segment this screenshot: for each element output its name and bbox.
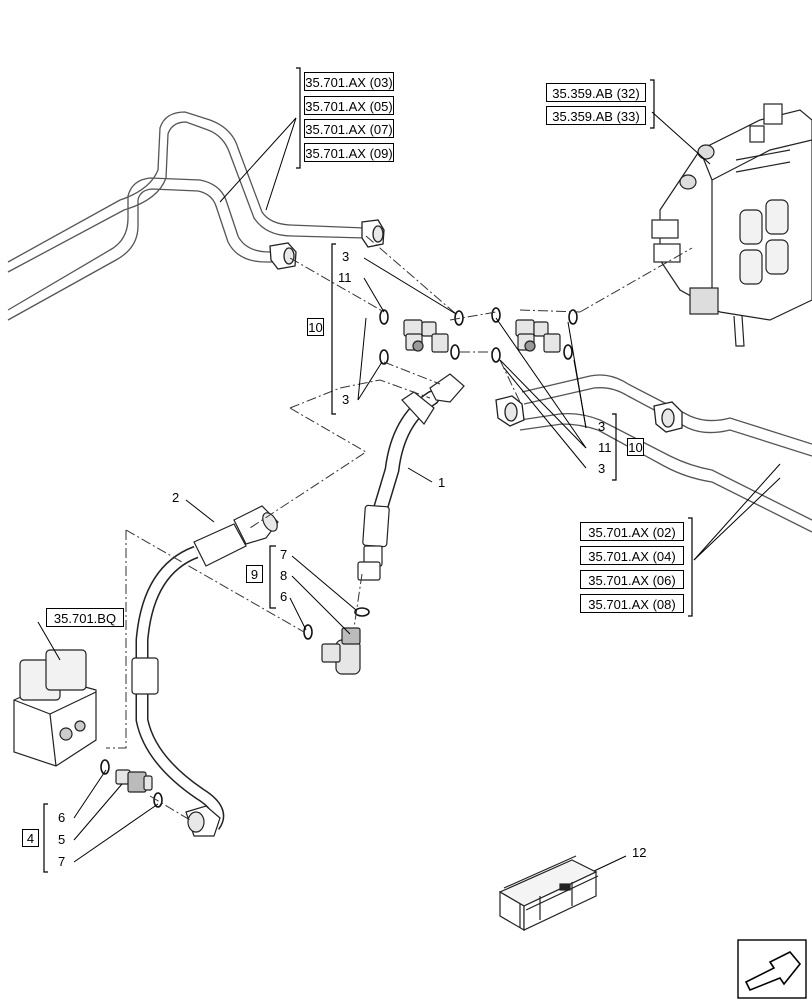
- callout-o-ring-7: 7: [280, 547, 288, 562]
- reference-35701ax-04[interactable]: 35.701.AX (04): [580, 546, 684, 565]
- solenoid-valve: [13, 649, 97, 767]
- callout-box-10-left: 10: [307, 318, 324, 336]
- reference-35701ax-05[interactable]: 35.701.AX (05): [304, 96, 394, 115]
- hose-1: [357, 373, 465, 581]
- callout-tee-11: 11: [338, 270, 352, 285]
- reference-35701ax-09[interactable]: 35.701.AX (09): [304, 143, 394, 162]
- callout-o-ring-7-lower: 7: [58, 854, 66, 869]
- control-valve: [651, 103, 812, 347]
- callout-box-4: 4: [22, 829, 39, 847]
- callout-o-ring-6: 6: [280, 589, 288, 604]
- callout-connector-5: 5: [58, 832, 66, 847]
- crate-icon: [498, 855, 599, 932]
- pipe-nuts-right: [495, 395, 683, 433]
- pipe-2: [131, 505, 279, 837]
- pipes-top-left: [7, 111, 366, 321]
- o-rings: [100, 307, 578, 808]
- reference-35359ab-32[interactable]: 35.359.AB (32): [546, 83, 646, 102]
- callout-box-10-right: 10: [627, 438, 644, 456]
- callout-tee-11-right: 11: [598, 440, 612, 455]
- pipe-nuts-top: [269, 219, 385, 270]
- reference-35701ax-02[interactable]: 35.701.AX (02): [580, 522, 684, 541]
- callout-brackets: [43, 67, 693, 873]
- arrow-icon[interactable]: [737, 939, 807, 999]
- callout-o-ring-3: 3: [342, 249, 350, 264]
- callout-o-ring-3-right: 3: [598, 419, 606, 434]
- callout-leaders: [37, 111, 781, 873]
- reference-35359ab-33[interactable]: 35.359.AB (33): [546, 106, 646, 125]
- callout-hose-1: 1: [438, 475, 446, 490]
- callout-pipe-2: 2: [172, 490, 180, 505]
- pipes-right: [519, 374, 812, 533]
- callout-o-ring-3-right-lower: 3: [598, 461, 606, 476]
- reference-35701bq[interactable]: 35.701.BQ: [46, 608, 124, 627]
- tee-fitting-left: [403, 319, 449, 353]
- elbow-fitting: [321, 627, 361, 675]
- reference-35701ax-06[interactable]: 35.701.AX (06): [580, 570, 684, 589]
- reference-35701ax-07[interactable]: 35.701.AX (07): [304, 119, 394, 138]
- reference-35701ax-03[interactable]: 35.701.AX (03): [304, 72, 394, 91]
- center-lines: [106, 235, 693, 821]
- callout-o-ring-6-lower: 6: [58, 810, 66, 825]
- reference-35701ax-08[interactable]: 35.701.AX (08): [580, 594, 684, 613]
- tee-fitting-right: [515, 319, 561, 353]
- callout-crate-12: 12: [632, 845, 647, 860]
- callout-box-9: 9: [246, 565, 263, 583]
- straight-connector: [115, 769, 153, 793]
- callout-elbow-8: 8: [280, 568, 288, 583]
- callout-o-ring-3-lower: 3: [342, 392, 350, 407]
